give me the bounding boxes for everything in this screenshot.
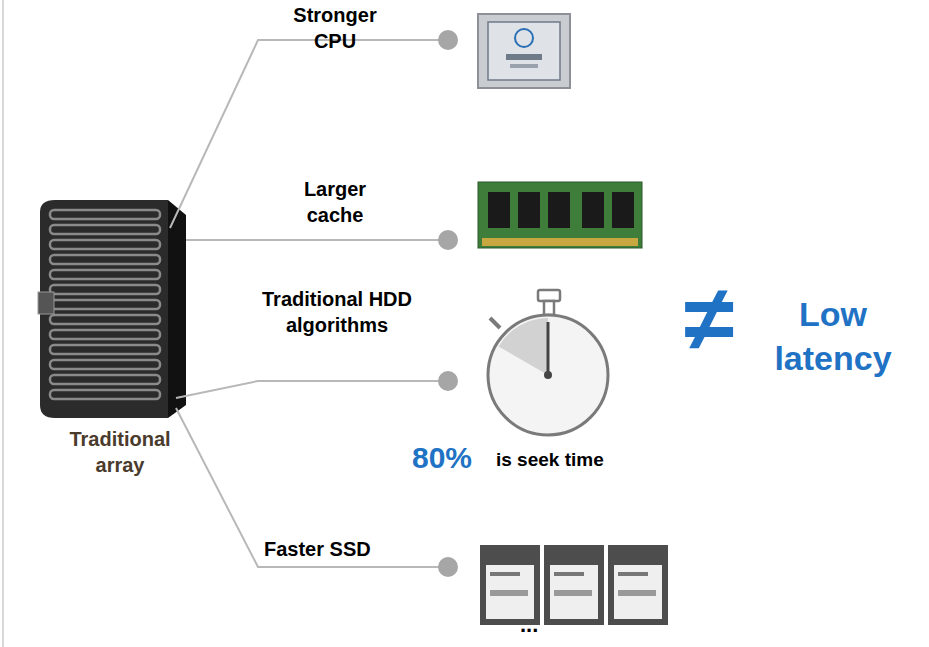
branch-label: Traditional HDD algorithms <box>262 286 412 338</box>
stopwatch-icon <box>488 290 608 435</box>
branch-dots <box>438 30 458 577</box>
cache-memory-icon <box>478 182 642 248</box>
branch-label: Stronger CPU <box>280 2 390 54</box>
branch-lines <box>170 40 446 567</box>
array-node: Traditional array <box>30 196 210 496</box>
ellipsis: ... <box>520 614 538 636</box>
node-label: Traditional array <box>50 426 190 478</box>
percent-value: 80% <box>412 438 472 477</box>
branch-label: Larger cache <box>280 176 390 228</box>
result-text: Low latency <box>758 292 908 380</box>
cpu-icon <box>478 14 570 88</box>
branch-label: Faster SSD <box>264 536 371 562</box>
ssd-icons <box>480 545 668 625</box>
frame-line <box>2 0 4 647</box>
array-icon <box>38 200 186 418</box>
note-text: is seek time <box>496 448 604 473</box>
not-equal-sign: ≠ <box>684 272 735 364</box>
